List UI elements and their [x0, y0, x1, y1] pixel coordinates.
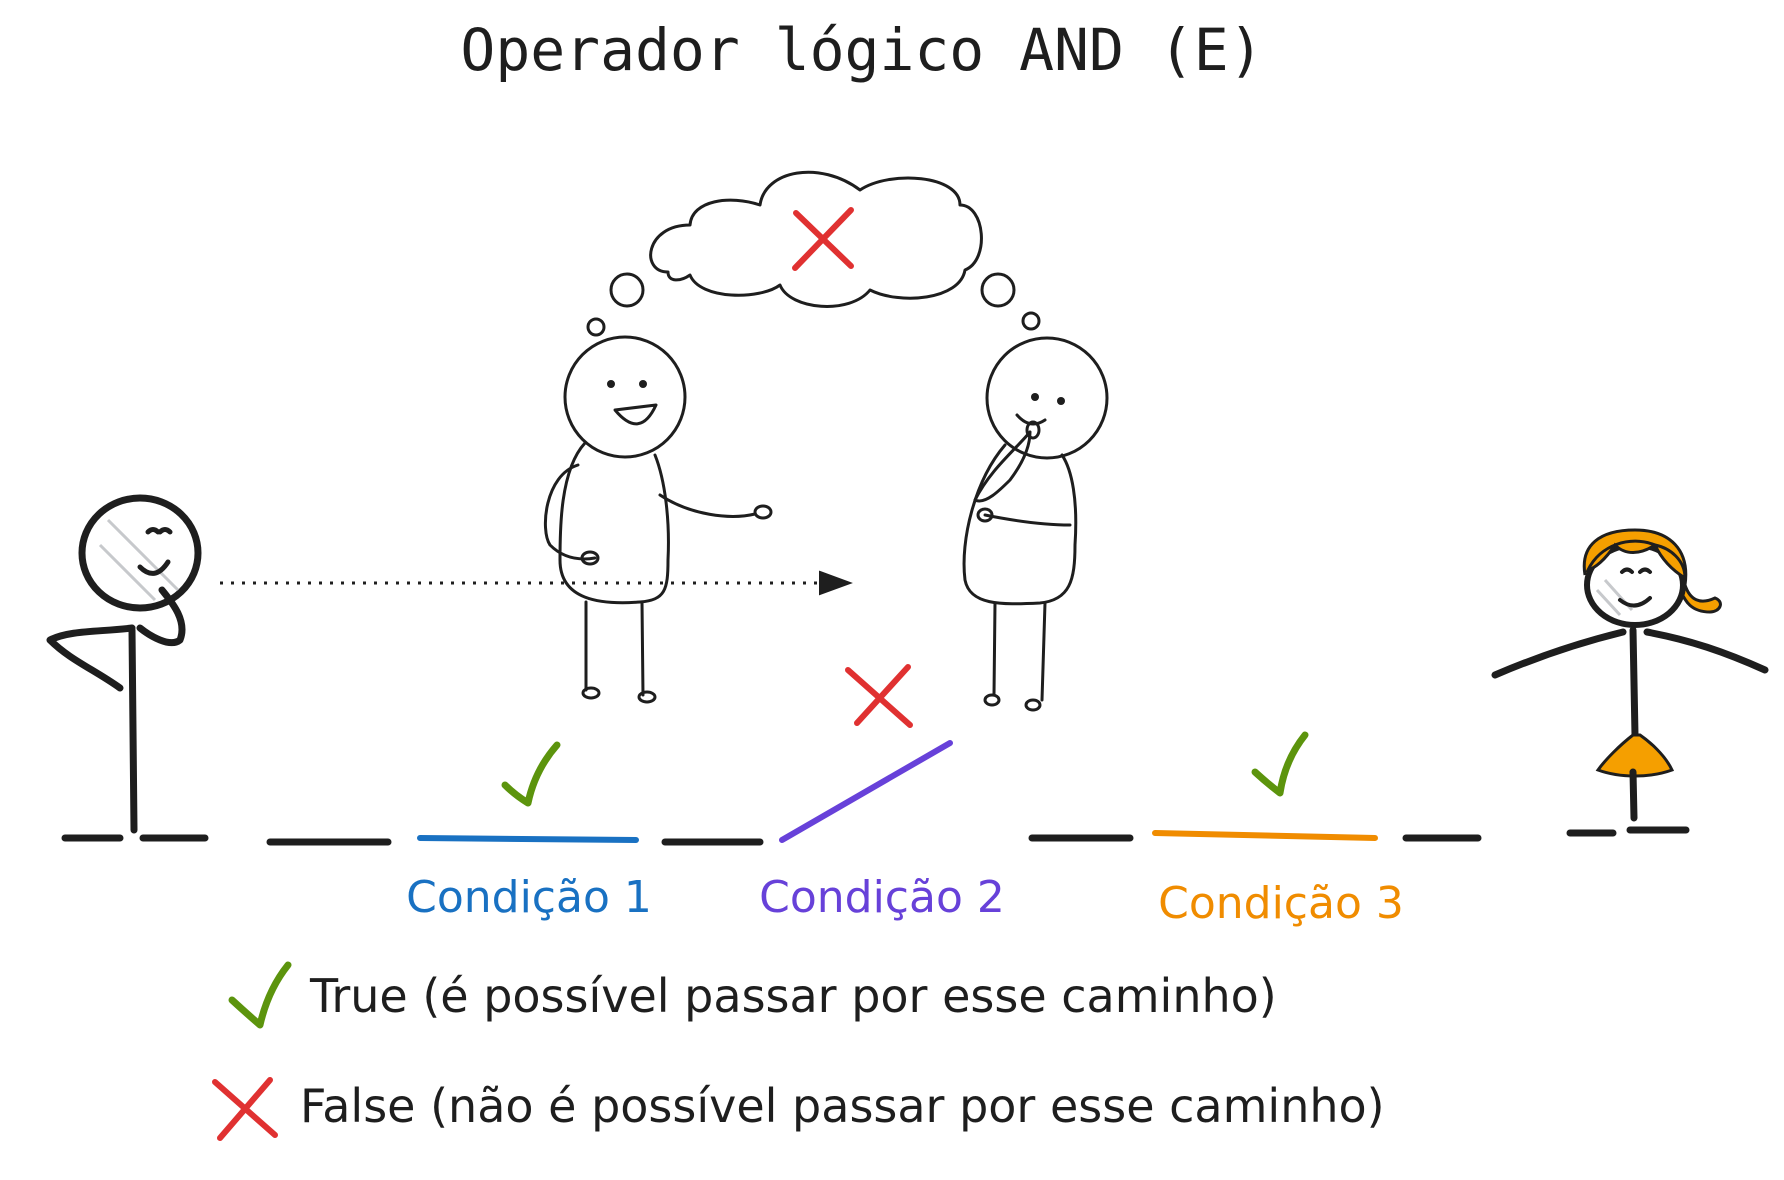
stick-figure-girl	[1491, 528, 1769, 837]
arrow-head	[819, 570, 853, 596]
condition-3: Condição 3	[1152, 731, 1404, 929]
condition-1-label: Condição 1	[406, 872, 652, 923]
legend-false-text: False (não é possível passar por esse ca…	[300, 1079, 1385, 1133]
condition-1-line	[417, 835, 639, 843]
legend: True (é possível passar por esse caminho…	[212, 961, 1385, 1141]
condition-2-label: Condição 2	[759, 872, 1005, 923]
dotted-arrow	[220, 570, 853, 596]
path-segments	[266, 834, 1482, 846]
condition-1-check-icon	[501, 741, 561, 807]
cloud-cross-icon	[792, 207, 854, 271]
diagram-title: Operador lógico AND (E)	[460, 16, 1263, 84]
person-pointing	[543, 335, 773, 704]
person-thinking	[962, 336, 1109, 712]
condition-2-line	[779, 740, 953, 843]
condition-1: Condição 1	[406, 741, 652, 923]
condition-2: Condição 2	[759, 664, 1005, 923]
condition-2-cross-icon	[845, 664, 913, 728]
condition-3-label: Condição 3	[1158, 878, 1404, 929]
legend-cross-icon	[212, 1077, 278, 1141]
condition-3-check-icon	[1251, 731, 1309, 797]
legend-true-text: True (é possível passar por esse caminho…	[309, 969, 1277, 1023]
stick-figure-left	[46, 494, 209, 842]
thought-cloud	[586, 170, 1041, 337]
condition-3-line	[1152, 830, 1378, 841]
legend-check-icon	[228, 961, 292, 1029]
